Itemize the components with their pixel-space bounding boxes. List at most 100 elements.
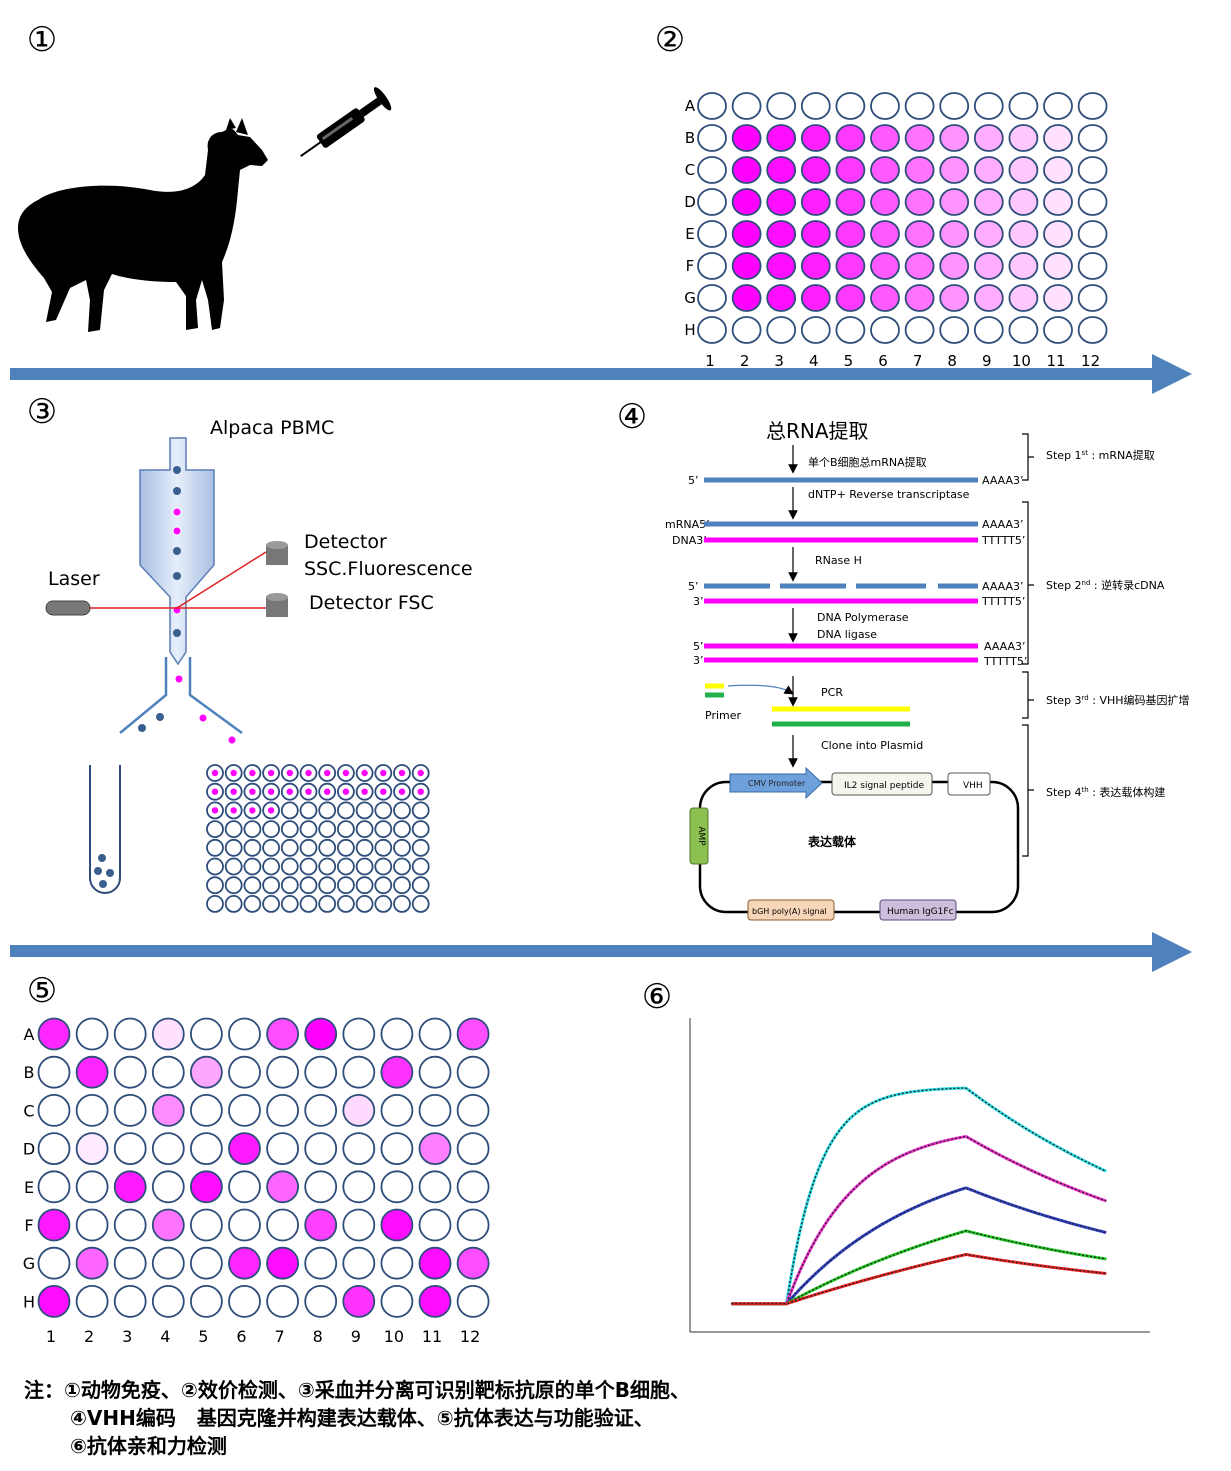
plate-col-label: 2 (740, 352, 750, 370)
binding-curve (731, 1135, 1107, 1306)
panel-number-3: ③ (27, 392, 57, 432)
plate-well (304, 1170, 338, 1204)
flow-cytometry-sorter: Alpaca PBMC Laser Detector SSC.Fluoresce… (45, 417, 473, 913)
plate-row-label: F (686, 257, 695, 275)
plate-well (189, 1132, 223, 1165)
sorted-cell (230, 788, 237, 795)
plate-well (189, 1285, 223, 1318)
step2-label: Step 2nd : 逆转录cDNA (1046, 578, 1165, 592)
plate-row-label: F (24, 1216, 33, 1235)
plate-well (904, 252, 935, 280)
plate-well (1043, 316, 1073, 344)
step-brackets (1022, 433, 1034, 857)
plate-well (870, 220, 900, 248)
strand-end-label: AAAA3’ (982, 518, 1024, 531)
sorted-cell (361, 769, 368, 777)
strand-end-label: TTTTT5’ (981, 595, 1025, 608)
step-mrna-text: 单个B细胞总mRNA提取 (808, 455, 927, 469)
plate-well (418, 1055, 452, 1089)
vhh-element (947, 772, 991, 796)
primer-label: Primer (705, 709, 742, 722)
plate-well (1077, 252, 1108, 280)
sort-well (206, 876, 224, 895)
plate-col-label: 6 (236, 1327, 246, 1346)
flow-arrow-2 (10, 932, 1192, 972)
plate-well (697, 284, 727, 312)
plate-well (113, 1017, 147, 1051)
sort-well (318, 838, 337, 857)
step-pcr-text: PCR (821, 686, 843, 699)
cloning-workflow: 总RNA提取 单个B细胞总mRNA提取 5’ AAAA3’ dNTP+ Reve… (665, 419, 1190, 921)
plate-well (75, 1017, 109, 1051)
sort-well (318, 820, 337, 838)
sorted-cell (380, 769, 387, 777)
plate-well (75, 1285, 109, 1318)
sort-well (393, 801, 411, 820)
waste-cell (156, 713, 164, 721)
sorted-cell (361, 788, 368, 795)
plate-well (1077, 316, 1108, 344)
cmv-promoter-label: CMV Promoter (748, 779, 806, 788)
plate-well (1077, 188, 1108, 216)
detector-ssc-label-2: SSC.Fluorescence (304, 558, 473, 580)
sort-well (299, 857, 318, 876)
plate-well (904, 92, 935, 120)
plate-col-label: 10 (1012, 352, 1031, 370)
plate-well (342, 1170, 376, 1204)
strand-end-label: AAAA3’ (984, 640, 1026, 653)
plate-well (37, 1170, 71, 1204)
sorted-cell (174, 674, 184, 684)
amp-label: AMP (696, 826, 706, 846)
plate-row-label: D (684, 193, 696, 211)
plate-col-label: 12 (460, 1327, 480, 1346)
plate-col-label: 10 (384, 1327, 404, 1346)
plate-well (456, 1170, 490, 1204)
plate-row-label: C (685, 161, 695, 179)
plate-well (456, 1285, 490, 1318)
plate-col-label: 5 (844, 352, 854, 370)
plate-well (939, 316, 970, 344)
plate-well (75, 1170, 109, 1204)
plate-well (870, 188, 900, 216)
detector-fsc-icon (266, 593, 288, 617)
vhh-label: VHH (963, 781, 983, 791)
plate-well (380, 1094, 414, 1127)
sorted-cell (305, 788, 312, 795)
sort-well (393, 820, 411, 838)
cmv-promoter-element (729, 766, 823, 800)
strand-end-label: 5’ (693, 640, 704, 653)
plate-well (904, 316, 935, 344)
plate-well (1043, 220, 1073, 248)
plate-well (870, 316, 900, 344)
plate-col-label: 3 (122, 1327, 132, 1346)
plate-well (151, 1170, 185, 1204)
plate-well (800, 284, 831, 312)
step-polymerase-text: DNA Polymerase (817, 611, 909, 624)
plate-well (1077, 92, 1108, 120)
plate-well (939, 92, 970, 120)
detector-ssc-icon (266, 541, 288, 565)
sort-well (374, 838, 393, 857)
sort-well (243, 857, 262, 876)
sort-well (262, 857, 281, 876)
plate-well (380, 1055, 414, 1089)
plate-well (1043, 156, 1073, 184)
plate-well (266, 1208, 300, 1242)
sort-well (224, 876, 243, 895)
sort-well (206, 895, 224, 913)
plate-well (697, 252, 727, 280)
figure-caption: 注：①动物免疫、②效价检测、③采血并分离可识别靶标抗原的单个B细胞、 ④VHH编… (24, 1376, 1204, 1460)
plate-well (304, 1017, 338, 1051)
plate-row-label: B (685, 129, 695, 147)
plate-well (939, 124, 970, 152)
laser-label: Laser (48, 568, 100, 590)
plate-well (1043, 92, 1073, 120)
plate-well (37, 1285, 71, 1318)
plate-well (228, 1055, 261, 1089)
step1-label: Step 1st : mRNA提取 (1046, 449, 1155, 462)
plate-row-label: E (24, 1178, 34, 1197)
plate-well (75, 1208, 109, 1242)
laser-icon (45, 600, 91, 616)
step-rnaseh-text: RNase H (815, 554, 862, 567)
